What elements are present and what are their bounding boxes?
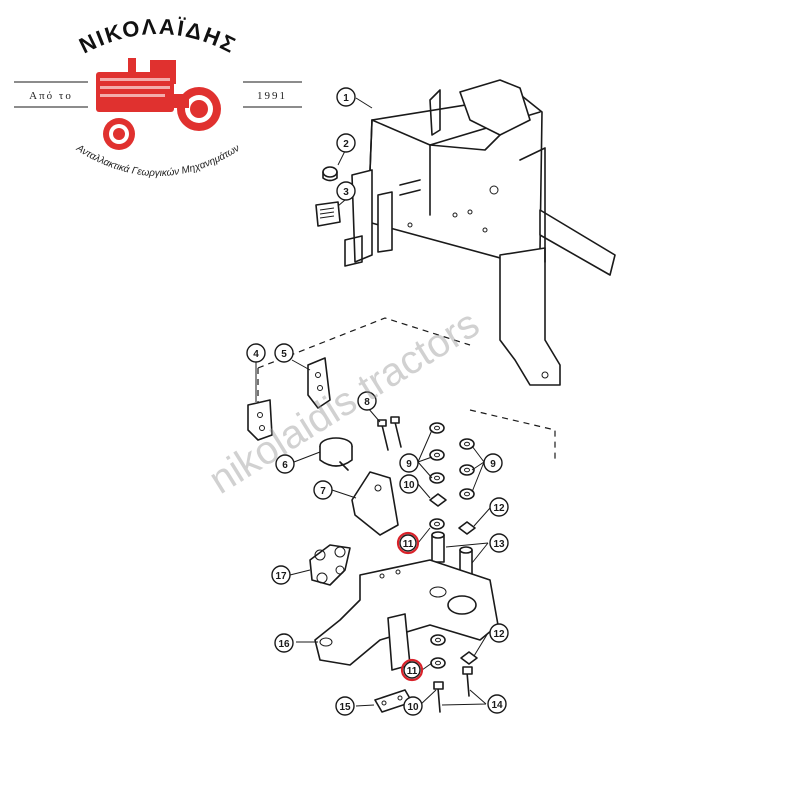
callout-14: 14 (487, 694, 507, 714)
svg-text:12: 12 (493, 629, 505, 640)
callout-10-upper: 10 (399, 474, 419, 494)
callout-17: 17 (271, 565, 291, 585)
svg-text:3: 3 (343, 187, 349, 198)
svg-text:8: 8 (364, 397, 370, 408)
callout-3: 3 (336, 181, 356, 201)
callout-15: 15 (335, 696, 355, 716)
svg-text:9: 9 (406, 459, 412, 470)
callout-16: 16 (274, 633, 294, 653)
svg-text:13: 13 (493, 539, 505, 550)
part-rubber-mount (319, 437, 353, 471)
callout-4: 4 (246, 343, 266, 363)
part-spider-plate (309, 544, 351, 586)
callout-12-upper: 12 (489, 497, 509, 517)
callout-10-lower: 10 (403, 696, 423, 716)
callout-7: 7 (313, 480, 333, 500)
callout-5: 5 (274, 343, 294, 363)
svg-text:11: 11 (407, 666, 418, 677)
callout-13: 13 (489, 533, 509, 553)
callout-2: 2 (336, 133, 356, 153)
svg-text:15: 15 (339, 702, 351, 713)
svg-text:1: 1 (343, 93, 349, 104)
callout-1: 1 (336, 87, 356, 107)
tractor-icon (96, 58, 221, 150)
part-bolts (377, 416, 402, 451)
part-plug (322, 166, 338, 182)
svg-text:7: 7 (320, 486, 326, 497)
callout-9-right: 9 (483, 453, 503, 473)
part-lower-bracket (314, 559, 499, 671)
part-mount-bracket (351, 471, 399, 536)
svg-text:5: 5 (281, 349, 287, 360)
leader-lines (255, 97, 491, 707)
svg-text:10: 10 (403, 480, 415, 491)
logo-tagline: Ανταλλακτικά Γεωργικών Μηχανημάτων (73, 142, 241, 179)
washers-right (458, 438, 476, 579)
part-main-frame (344, 79, 616, 386)
svg-text:17: 17 (275, 571, 287, 582)
svg-text:4: 4 (253, 349, 259, 360)
callout-11-lower: 11 (400, 658, 424, 682)
callout-9-left: 9 (399, 453, 419, 473)
svg-text:11: 11 (403, 539, 414, 550)
logo: ΝΙΚΟΛΑΪΔΗΣ Από το 1991 Ανταλλακτικά Γεωρ… (14, 14, 302, 179)
logo-since-year: 1991 (257, 90, 287, 102)
part-bracket-left (247, 399, 273, 441)
callout-8: 8 (357, 391, 377, 411)
callout-11-upper: 11 (396, 531, 420, 555)
svg-text:9: 9 (490, 459, 496, 470)
callout-6: 6 (275, 454, 295, 474)
svg-text:6: 6 (282, 460, 288, 471)
svg-text:10: 10 (407, 702, 419, 713)
logo-since-prefix: Από το (29, 90, 73, 102)
svg-text:12: 12 (493, 503, 505, 514)
svg-text:14: 14 (491, 700, 503, 711)
logo-name: ΝΙΚΟΛΑΪΔΗΣ (75, 14, 241, 59)
part-bracket-right (307, 357, 331, 409)
svg-text:16: 16 (278, 639, 290, 650)
callout-12-lower: 12 (489, 623, 509, 643)
watermark-text: nikolaidis tractors (201, 302, 486, 503)
washers-center (429, 422, 447, 563)
part-decal (315, 201, 341, 227)
svg-text:2: 2 (343, 139, 349, 150)
washers-lower (430, 634, 478, 713)
